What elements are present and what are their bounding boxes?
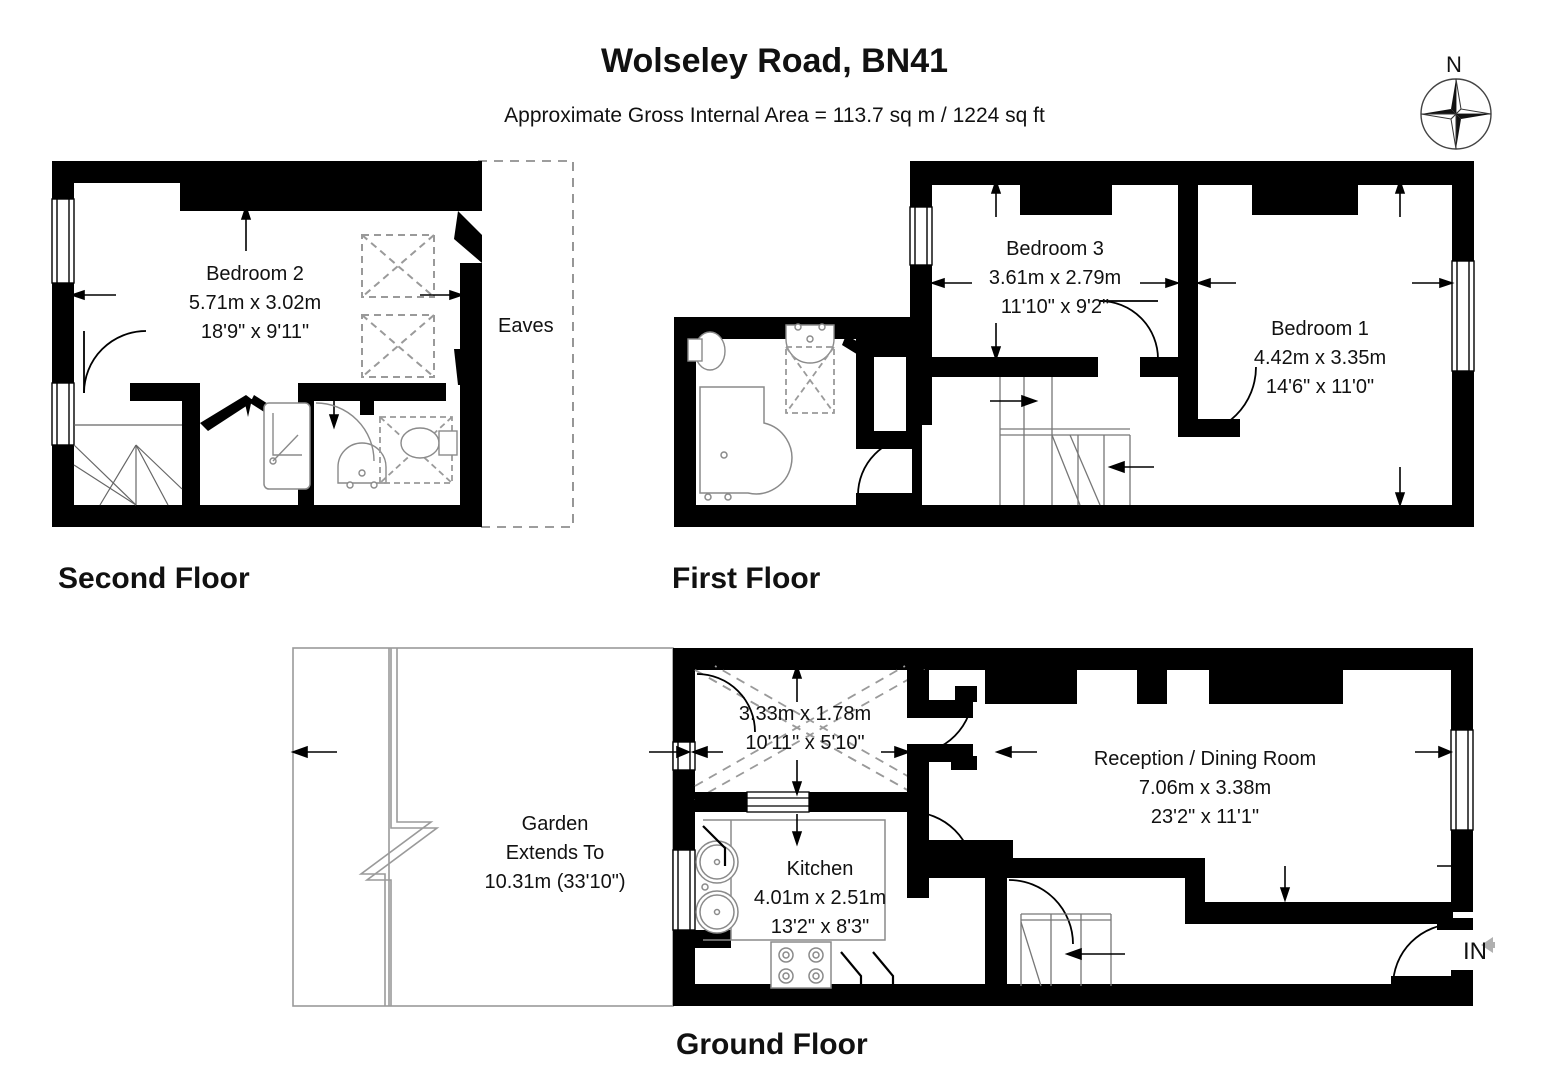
- entrance-in-label: IN: [1463, 938, 1487, 965]
- second-floor-plan: [40, 155, 600, 545]
- page-subtitle: Approximate Gross Internal Area = 113.7 …: [504, 104, 1045, 127]
- floor-caption-second: Second Floor: [58, 562, 250, 595]
- compass-north-label: N: [1446, 52, 1462, 77]
- floor-caption-first: First Floor: [672, 562, 821, 595]
- page-title: Wolseley Road, BN41: [600, 42, 949, 80]
- compass-rose-icon: [1404, 52, 1508, 162]
- ground-floor-plan: [285, 640, 1495, 1015]
- floor-caption-ground: Ground Floor: [676, 1028, 868, 1061]
- first-floor-plan: [660, 155, 1480, 545]
- eaves-label: Eaves: [498, 315, 554, 337]
